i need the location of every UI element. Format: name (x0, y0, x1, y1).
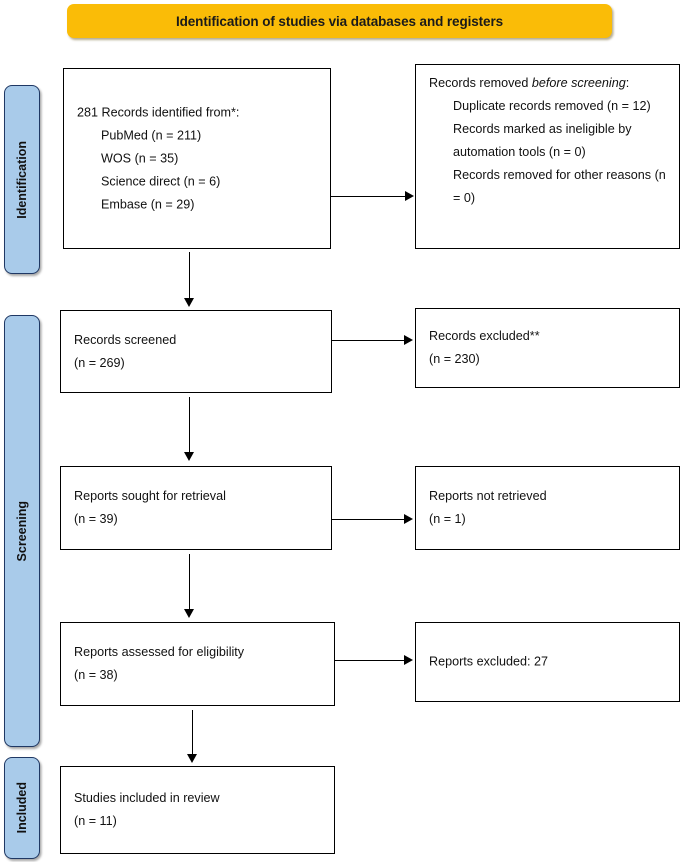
diagram-header-title: Identification of studies via databases … (175, 13, 504, 29)
reports-assessed-count: (n = 38) (74, 668, 118, 682)
records-removed-heading: Records removed before screening: (429, 76, 629, 90)
connector-sought-to-assessed (189, 554, 190, 611)
connector-identified-to-screened (189, 252, 190, 300)
reports-assessed-label: Reports assessed for eligibility (74, 645, 245, 659)
box-records-screened-content: Records screened (n = 269) (74, 329, 322, 375)
stage-label-screening-text: Screening (15, 500, 29, 562)
box-reports-excluded: Reports excluded: 27 (415, 622, 680, 702)
reports-excluded-label: Reports excluded: 27 (429, 654, 549, 669)
box-records-excluded: Records excluded** (n = 230) (415, 308, 680, 388)
connector-sought-to-assessed-arrowhead (184, 609, 194, 618)
records-removed-heading-lead: Records removed (429, 76, 532, 90)
studies-included-label: Studies included in review (74, 791, 220, 805)
connector-identified-to-screened-arrowhead (184, 298, 194, 307)
box-records-removed-content: Records removed before screening: Duplic… (429, 72, 670, 210)
box-reports-excluded-content: Reports excluded: 27 (429, 651, 670, 674)
stage-label-identification: Identification (4, 85, 40, 274)
box-reports-sought-for-retrieval: Reports sought for retrieval (n = 39) (60, 466, 332, 550)
connector-sought-to-not-retrieved (332, 519, 406, 520)
connector-screened-to-excluded-arrowhead (404, 335, 413, 345)
source-science-direct: Science direct (n = 6) (101, 174, 221, 188)
source-embase: Embase (n = 29) (101, 197, 195, 211)
box-records-excluded-content: Records excluded** (n = 230) (429, 325, 670, 371)
connector-sought-to-not-retrieved-arrowhead (404, 514, 413, 524)
stage-label-identification-text: Identification (15, 140, 29, 219)
stage-label-included-text: Included (15, 782, 29, 834)
reports-not-retrieved-count: (n = 1) (429, 512, 466, 526)
studies-included-count: (n = 11) (74, 814, 117, 828)
diagram-header-banner: Identification of studies via databases … (67, 4, 612, 38)
connector-screened-to-sought (189, 397, 190, 454)
reports-not-retrieved-label: Reports not retrieved (429, 489, 547, 503)
box-records-screened: Records screened (n = 269) (60, 310, 332, 393)
removed-duplicates: Duplicate records removed (n = 12) (453, 99, 651, 113)
source-wos: WOS (n = 35) (101, 151, 179, 165)
stage-label-screening: Screening (4, 315, 40, 747)
box-reports-not-retrieved-content: Reports not retrieved (n = 1) (429, 485, 670, 531)
removed-other-reasons: Records removed for other reasons (n = 0… (453, 168, 666, 205)
box-reports-assessed-content: Reports assessed for eligibility (n = 38… (74, 641, 325, 687)
source-pubmed: PubMed (n = 211) (101, 128, 202, 142)
box-records-identified: 281 Records identified from*: PubMed (n … (63, 68, 331, 249)
box-reports-assessed-for-eligibility: Reports assessed for eligibility (n = 38… (60, 622, 335, 706)
records-screened-label: Records screened (74, 332, 177, 347)
stage-label-included: Included (4, 757, 40, 859)
records-removed-heading-tail: : (625, 76, 630, 90)
box-studies-included-in-review: Studies included in review (n = 11) (60, 766, 335, 854)
records-screened-count: (n = 269) (74, 355, 125, 370)
reports-sought-count: (n = 39) (74, 512, 118, 526)
box-records-identified-content: 281 Records identified from*: PubMed (n … (77, 101, 321, 216)
box-studies-included-content: Studies included in review (n = 11) (74, 787, 325, 833)
connector-assessed-to-reports-excluded-arrowhead (404, 655, 413, 665)
connector-assessed-to-included (192, 710, 193, 756)
records-identified-heading: 281 Records identified from*: (77, 105, 240, 119)
connector-screened-to-excluded (332, 340, 406, 341)
records-removed-heading-italic: before screening (531, 76, 626, 90)
connector-identified-to-removed (331, 196, 407, 197)
reports-sought-label: Reports sought for retrieval (74, 489, 226, 503)
box-reports-not-retrieved: Reports not retrieved (n = 1) (415, 466, 680, 550)
connector-identified-to-removed-arrowhead (405, 191, 414, 201)
connector-assessed-to-included-arrowhead (187, 754, 197, 763)
box-records-removed-before-screening: Records removed before screening: Duplic… (415, 64, 680, 249)
box-reports-sought-content: Reports sought for retrieval (n = 39) (74, 485, 322, 531)
connector-screened-to-sought-arrowhead (184, 452, 194, 461)
records-excluded-count: (n = 230) (429, 352, 480, 366)
records-excluded-label: Records excluded** (429, 329, 540, 343)
removed-ineligible-automation: Records marked as ineligible by automati… (453, 122, 632, 159)
connector-assessed-to-reports-excluded (335, 660, 406, 661)
